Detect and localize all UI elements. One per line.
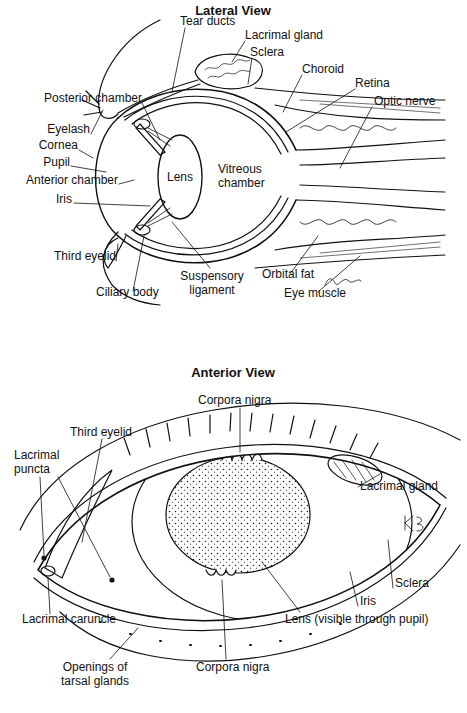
iris-shape: [132, 422, 412, 622]
eye-fissure: [38, 454, 440, 621]
part-label: Eyelash: [47, 122, 90, 136]
eyelash-mark: [124, 413, 378, 458]
part-label: Lacrimal gland: [245, 28, 323, 42]
part-label: Eye muscle: [284, 286, 346, 300]
view-heading: Anterior View: [153, 366, 313, 380]
part-label: Corpora nigra: [196, 660, 269, 674]
part-label: Cornea: [39, 138, 78, 152]
part-label: Pupil: [43, 155, 70, 169]
part-label: Suspensory ligament: [172, 269, 252, 297]
part-label: Third eyelid: [70, 425, 132, 439]
pupil-shape: [166, 457, 310, 573]
lacrimal-punctum: [110, 578, 114, 582]
part-label: Third eyelid: [54, 249, 116, 263]
sclera-outline: [118, 89, 296, 263]
choroid-layer: [125, 96, 288, 255]
lacrimal-punctum: [42, 556, 46, 560]
part-label: Lacrimal puncta: [14, 448, 74, 476]
part-label: Iris: [56, 192, 72, 206]
part-label: Sclera: [395, 576, 429, 590]
muscle-fibers: [300, 100, 440, 258]
optic-nerve-shape: [296, 140, 445, 210]
orbital-fat-shape: [300, 126, 396, 225]
part-label: Lens: [167, 170, 193, 184]
part-label: Retina: [355, 76, 390, 90]
gland-texture: [334, 460, 374, 482]
gland-texture: [205, 60, 250, 78]
ciliary-body-shape: [134, 225, 150, 235]
part-label: Corpora nigra: [198, 393, 271, 407]
retina-layer: [132, 103, 281, 249]
lacrimal-caruncle-shape: [41, 566, 55, 576]
part-label: Tear ducts: [180, 14, 235, 28]
part-label: Orbital fat: [262, 267, 314, 281]
part-label: Anterior chamber: [26, 173, 118, 187]
part-label: Optic nerve: [374, 94, 435, 108]
ciliary-body-shape: [134, 119, 150, 129]
part-label: Lacrimal caruncle: [22, 612, 116, 626]
part-label: Iris: [360, 594, 376, 608]
part-label: Vitreous chamber: [218, 162, 278, 190]
part-label: Sclera: [250, 45, 284, 59]
part-label: Choroid: [302, 62, 344, 76]
part-label: Lens (visible through pupil): [285, 612, 428, 626]
lens-shape: [158, 135, 202, 219]
part-label: Ciliary body: [96, 285, 159, 299]
lacrimal-gland-shape: [195, 54, 262, 88]
leader-line: [71, 28, 372, 292]
eye-muscle-shape: [255, 88, 445, 268]
corpora-nigra-shape: [206, 454, 262, 575]
part-label: Openings of tarsal glands: [50, 660, 140, 688]
signature-mark: [405, 516, 423, 531]
part-label: Posterior chamber: [44, 91, 142, 105]
skin-fold: [20, 403, 460, 661]
part-label: Lacrimal gland: [360, 479, 438, 493]
